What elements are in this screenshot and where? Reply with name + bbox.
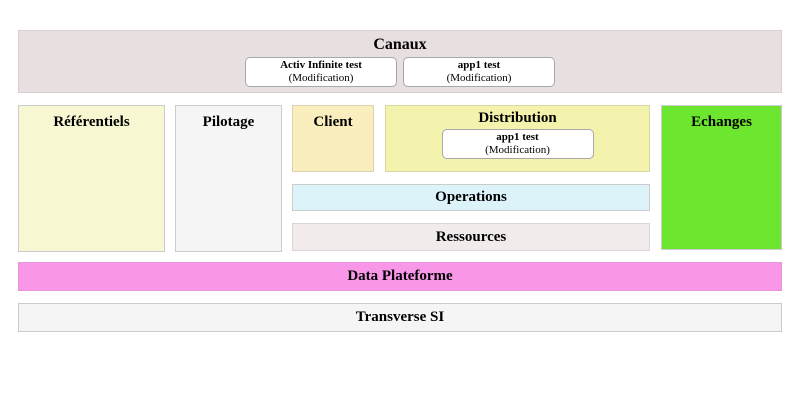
- zone-client: Client: [292, 105, 374, 172]
- app-card-status: (Modification): [288, 71, 354, 84]
- app-card-activ-infinite-test[interactable]: Activ Infinite test (Modification): [245, 56, 397, 87]
- app-card-name: app1 test: [457, 58, 501, 71]
- zone-referentiels-title: Référentiels: [53, 114, 130, 130]
- app-card-name: Activ Infinite test: [280, 58, 362, 71]
- zone-distribution: Distribution app1 test (Modification): [385, 105, 650, 172]
- canaux-card-row: Activ Infinite test (Modification) app1 …: [19, 56, 781, 87]
- zone-data-plateforme-title: Data Plateforme: [347, 268, 453, 285]
- zone-canaux-title: Canaux: [373, 36, 427, 53]
- app-card-app1-test-distribution[interactable]: app1 test (Modification): [441, 128, 594, 159]
- zone-transverse-si-title: Transverse SI: [355, 309, 445, 326]
- zone-pilotage: Pilotage: [175, 105, 282, 252]
- zone-client-title: Client: [313, 114, 353, 130]
- zone-transverse-si: Transverse SI: [18, 303, 782, 332]
- zone-referentiels: Référentiels: [18, 105, 165, 252]
- zone-distribution-title: Distribution: [478, 110, 557, 126]
- zone-ressources: Ressources: [292, 223, 650, 251]
- app-card-status: (Modification): [485, 143, 550, 156]
- app-card-name: app1 test: [496, 130, 539, 143]
- zone-echanges-title: Echanges: [691, 114, 752, 130]
- app-card-app1-test-canaux[interactable]: app1 test (Modification): [403, 56, 555, 87]
- zone-data-plateforme: Data Plateforme: [18, 262, 782, 291]
- zone-operations-title: Operations: [435, 189, 507, 206]
- zone-ressources-title: Ressources: [435, 228, 507, 245]
- distribution-card-row: app1 test (Modification): [386, 128, 649, 159]
- app-card-status: (Modification): [446, 71, 512, 84]
- zone-pilotage-title: Pilotage: [202, 114, 255, 130]
- zone-echanges: Echanges: [661, 105, 782, 250]
- zone-canaux: Canaux Activ Infinite test (Modification…: [18, 30, 782, 93]
- zone-operations: Operations: [292, 184, 650, 211]
